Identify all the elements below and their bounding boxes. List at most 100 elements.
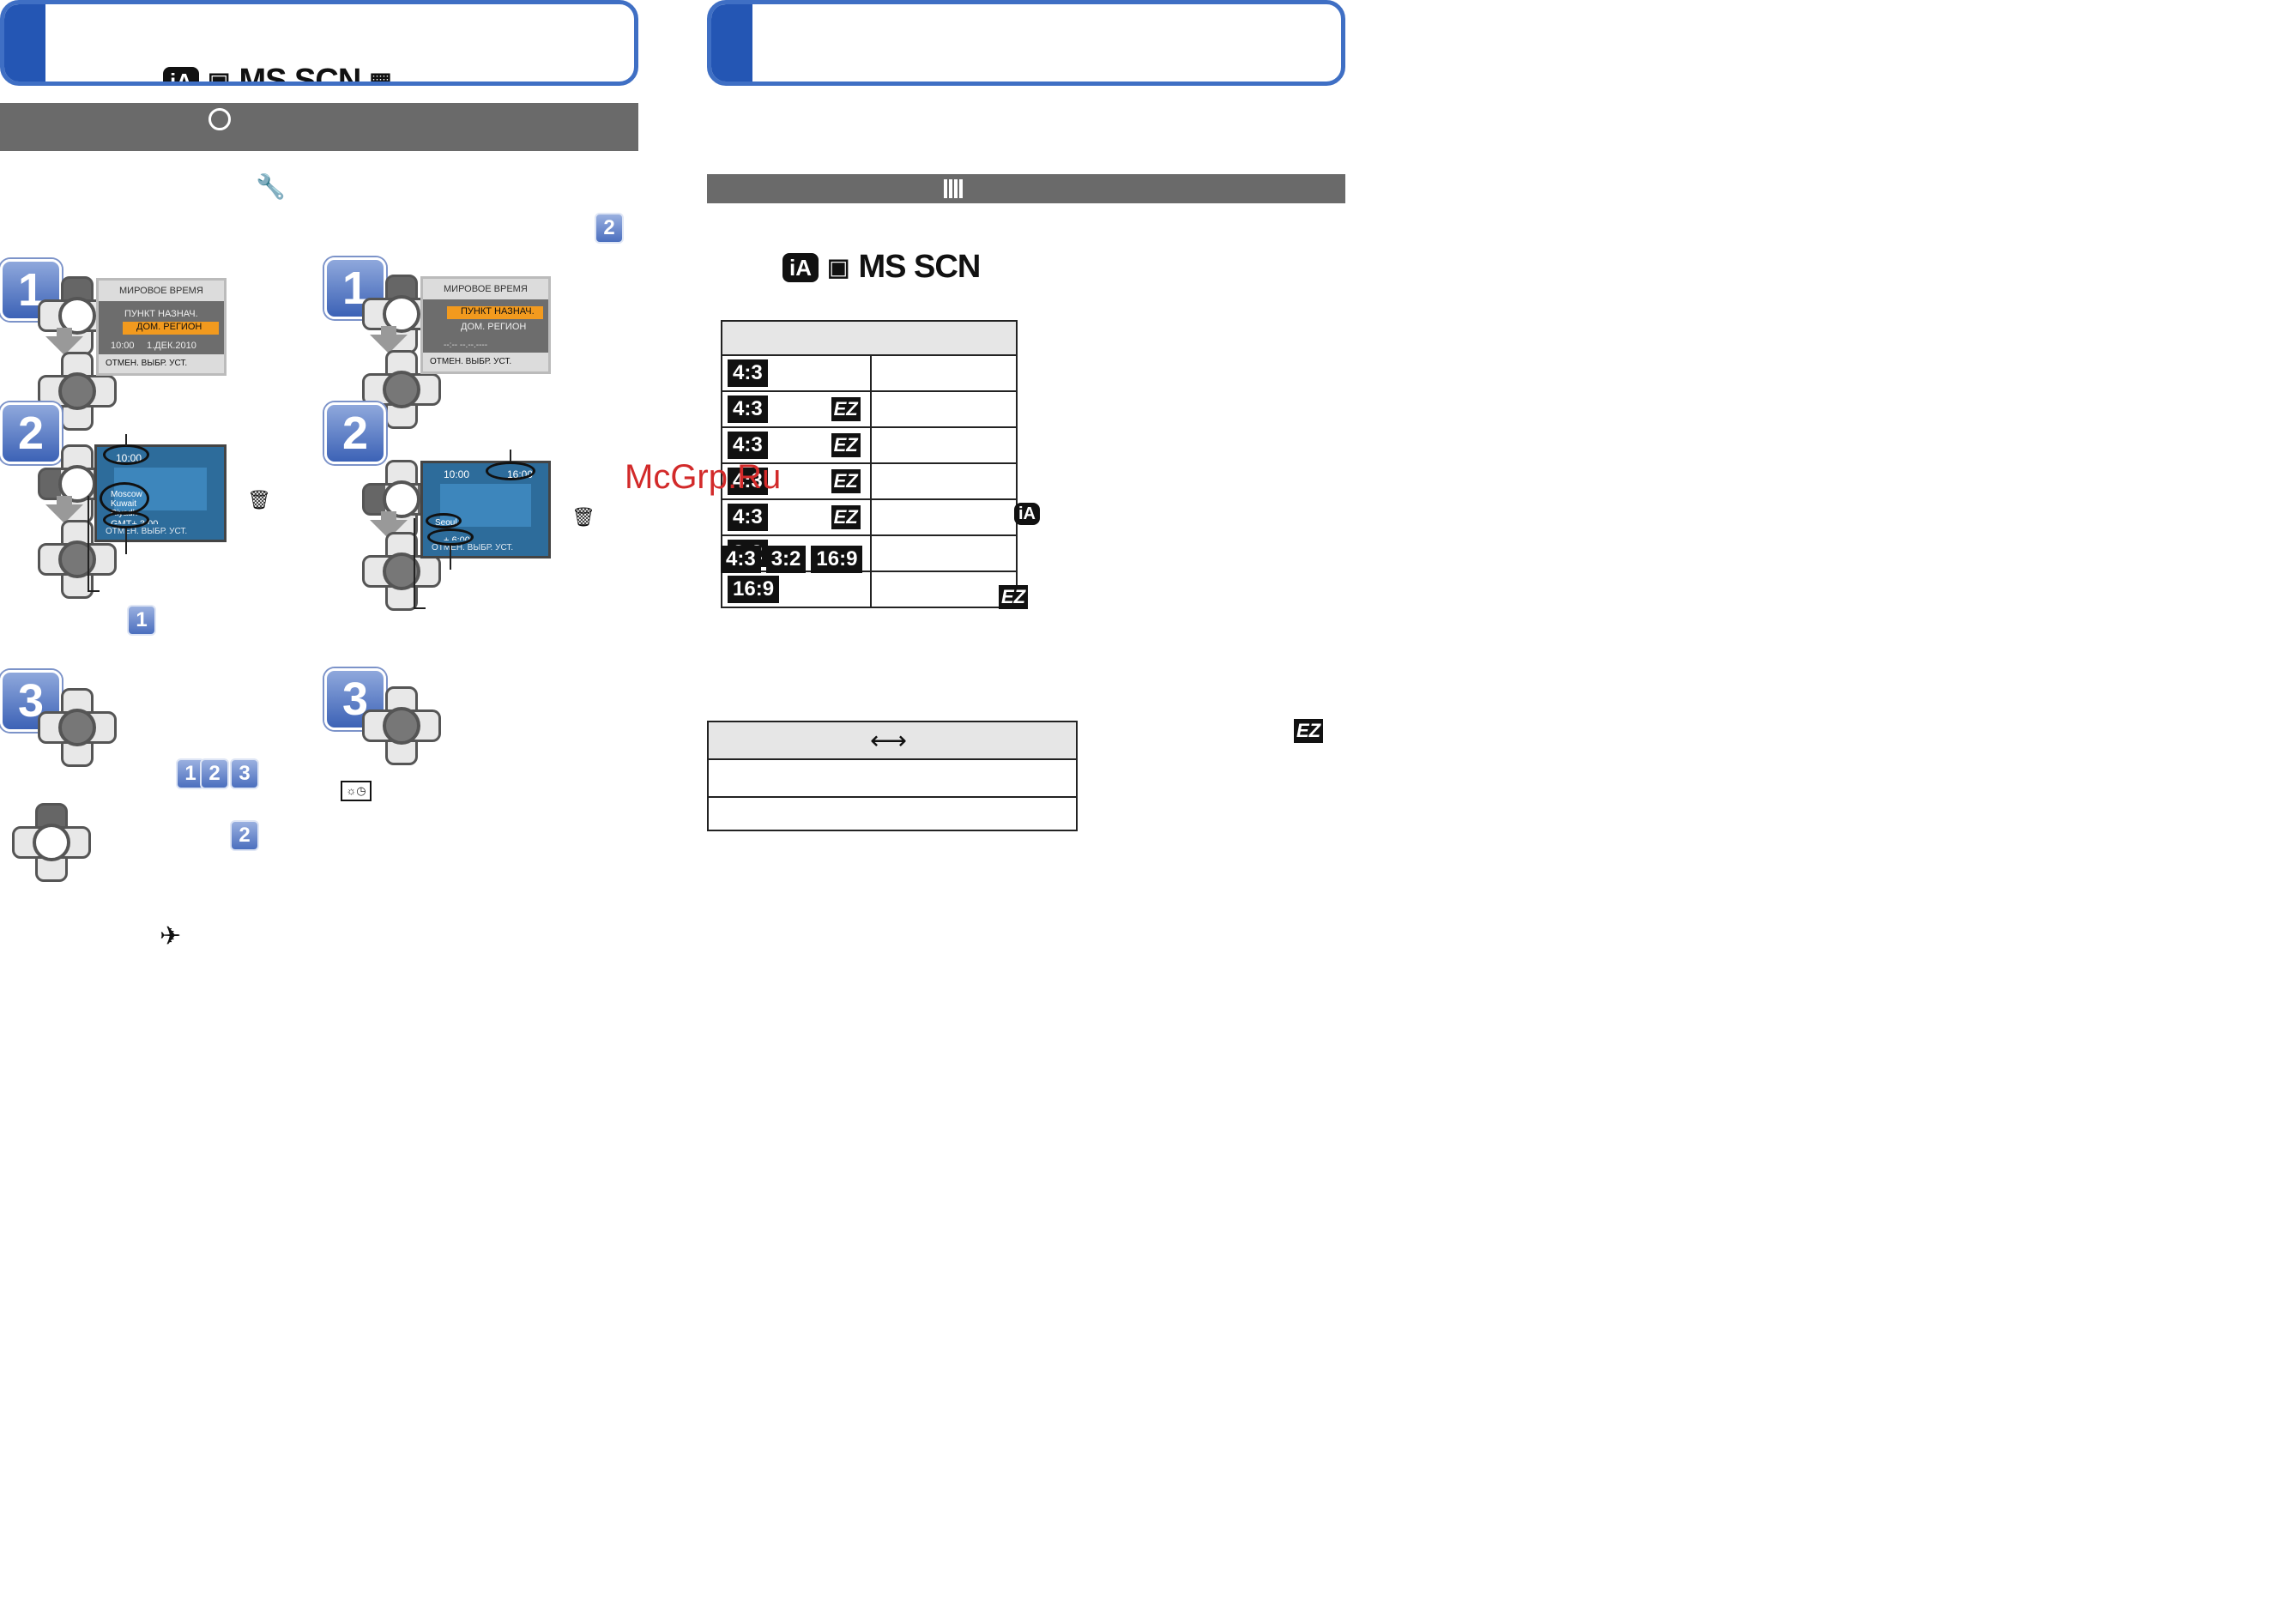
menu-bottom-bar: ОТМЕН. ВЫБР. УСТ. [99,354,224,373]
section-bar-world-time [0,103,638,151]
callout-time [103,444,149,465]
down-arrow [45,336,83,355]
step-2-dest: 2 [324,402,386,464]
mode-icons: iA ▣ MS SCN ▦ [163,63,392,86]
leader-line [510,450,511,462]
trash-icon: 🗑 [247,489,271,510]
world-clock-icon [208,108,231,130]
menu-row-home: ДОМ. РЕГИОН [123,322,219,335]
ratio-chip: 4:3 [728,468,768,495]
ratio-chip: 3:2 [765,546,807,573]
left-header-box: iA ▣ MS SCN ▦ [0,0,638,86]
callout-offset [427,528,474,546]
dpad-center [362,532,441,611]
down-arrow-stem [57,496,72,504]
cancel-label: ОТМЕН. [430,357,463,366]
ez-icon: EZ [1294,719,1323,743]
mode-text: MS SCN [239,63,361,86]
ratio-chip: 4:3 [728,432,768,459]
callout-city [426,513,462,528]
bracket-line [88,496,89,590]
right-mode-icons: iA ▣ MS SCN [782,249,981,286]
down-arrow-stem [381,511,396,520]
bracket-line [414,607,426,609]
menu-placeholder: --:-- --.--.---- [444,341,488,350]
comparison-row [709,796,1076,798]
table-row: 4:3 EZ [721,498,1018,536]
ez-icon: EZ [831,397,861,421]
set-label: УСТ. [495,543,514,552]
step-ref-1: 1 [127,605,156,636]
down-arrow-stem [381,326,396,335]
menu-title: МИРОВОЕ ВРЕМЯ [99,281,224,301]
double-arrow-icon: ⟷ [870,727,908,755]
menu-row-destination: ПУНКТ НАЗНАЧ. [124,309,198,319]
menu-date: 1.ДЕК.2010 [147,341,196,351]
select-label: ВЫБР. [467,543,493,552]
cancel-label: ОТМЕН. [432,543,465,552]
ez-icon: EZ [999,585,1028,609]
callout-dest-time [486,462,535,480]
table-row: 4:3 EZ [721,462,1018,500]
comparison-header: ⟷ [709,722,1076,760]
brightness-clock-icon: ☼◷ [341,781,372,801]
section-bar-image-size [707,174,1345,203]
leader-line [125,434,127,446]
ez-icon: EZ [831,469,861,493]
table-header-cell [721,320,1018,356]
ez-icon: EZ [831,433,861,457]
header-stripe [711,4,752,82]
header-stripe [4,4,45,82]
cancel-label: ОТМЕН. [106,527,139,536]
ratio-chip: 4:3 [728,395,768,423]
ratio-chip: 16:9 [811,546,863,573]
leader-line [125,528,127,554]
down-arrow [45,504,83,523]
select-label: ВЫБР. [141,359,167,368]
dpad-center [362,686,441,765]
comparison-table: ⟷ [707,721,1078,831]
ez-icon: EZ [831,505,861,529]
table-row: 4:3 EZ [721,390,1018,428]
cancel-label: ОТМЕН. [106,359,139,368]
film-icon: ▦ [369,68,392,86]
table-row: 4:3 EZ [721,426,1018,464]
select-label: ВЫБР. [465,357,492,366]
table-row: 4:3 [721,354,1018,392]
step-ref-3: 3 [230,758,259,789]
trash-icon: 🗑 [571,506,595,528]
down-arrow [370,335,408,353]
step-ref-2: 2 [200,758,229,789]
ia-icon: iA [163,66,199,82]
aspect-ratio-table: 4:3 4:3EZ 4:3EZ 4:3EZ 4:3EZ 3:2 16:9 [721,320,1018,608]
step-1-home: 1 [0,259,62,321]
ia-icon: iA [782,252,819,282]
menu-screen-home: МИРОВОЕ ВРЕМЯ ПУНКТ НАЗНАЧ. ДОМ. РЕГИОН … [96,278,227,376]
bracket-line [414,518,415,609]
ratio-chip: 4:3 [728,504,768,531]
map-home-time: 10:00 [444,468,470,480]
ratio-chip-row: 4:3 3:2 16:9 [721,546,863,573]
menu-row-home: ДОМ. РЕГИОН [461,322,527,332]
table-header-row [721,320,1018,356]
dpad-center [362,350,441,429]
set-label: УСТ. [169,527,188,536]
menu-bottom-bar: ОТМЕН. ВЫБР. УСТ. [423,353,548,371]
right-header-box [707,0,1345,86]
camera-icon: ▣ [208,68,231,86]
menu-title: МИРОВОЕ ВРЕМЯ [423,279,548,299]
watermark: McGrp.Ru [625,458,782,496]
ratio-chip: 4:3 [721,546,761,573]
dpad-up [12,803,91,882]
select-label: ВЫБР. [141,527,167,536]
step-3-home: 3 [0,670,62,732]
callout-gmt [103,511,149,528]
callout-cities [100,482,149,515]
menu-time: 10:00 [111,341,135,351]
leader-line [450,546,451,570]
bracket-line [88,590,100,592]
table-row: 16:9 [721,571,1018,608]
menu-screen-destination: МИРОВОЕ ВРЕМЯ ПУНКТ НАЗНАЧ. ДОМ. РЕГИОН … [420,276,551,374]
airplane-icon: ✈ [160,922,182,951]
down-arrow-stem [57,328,72,336]
